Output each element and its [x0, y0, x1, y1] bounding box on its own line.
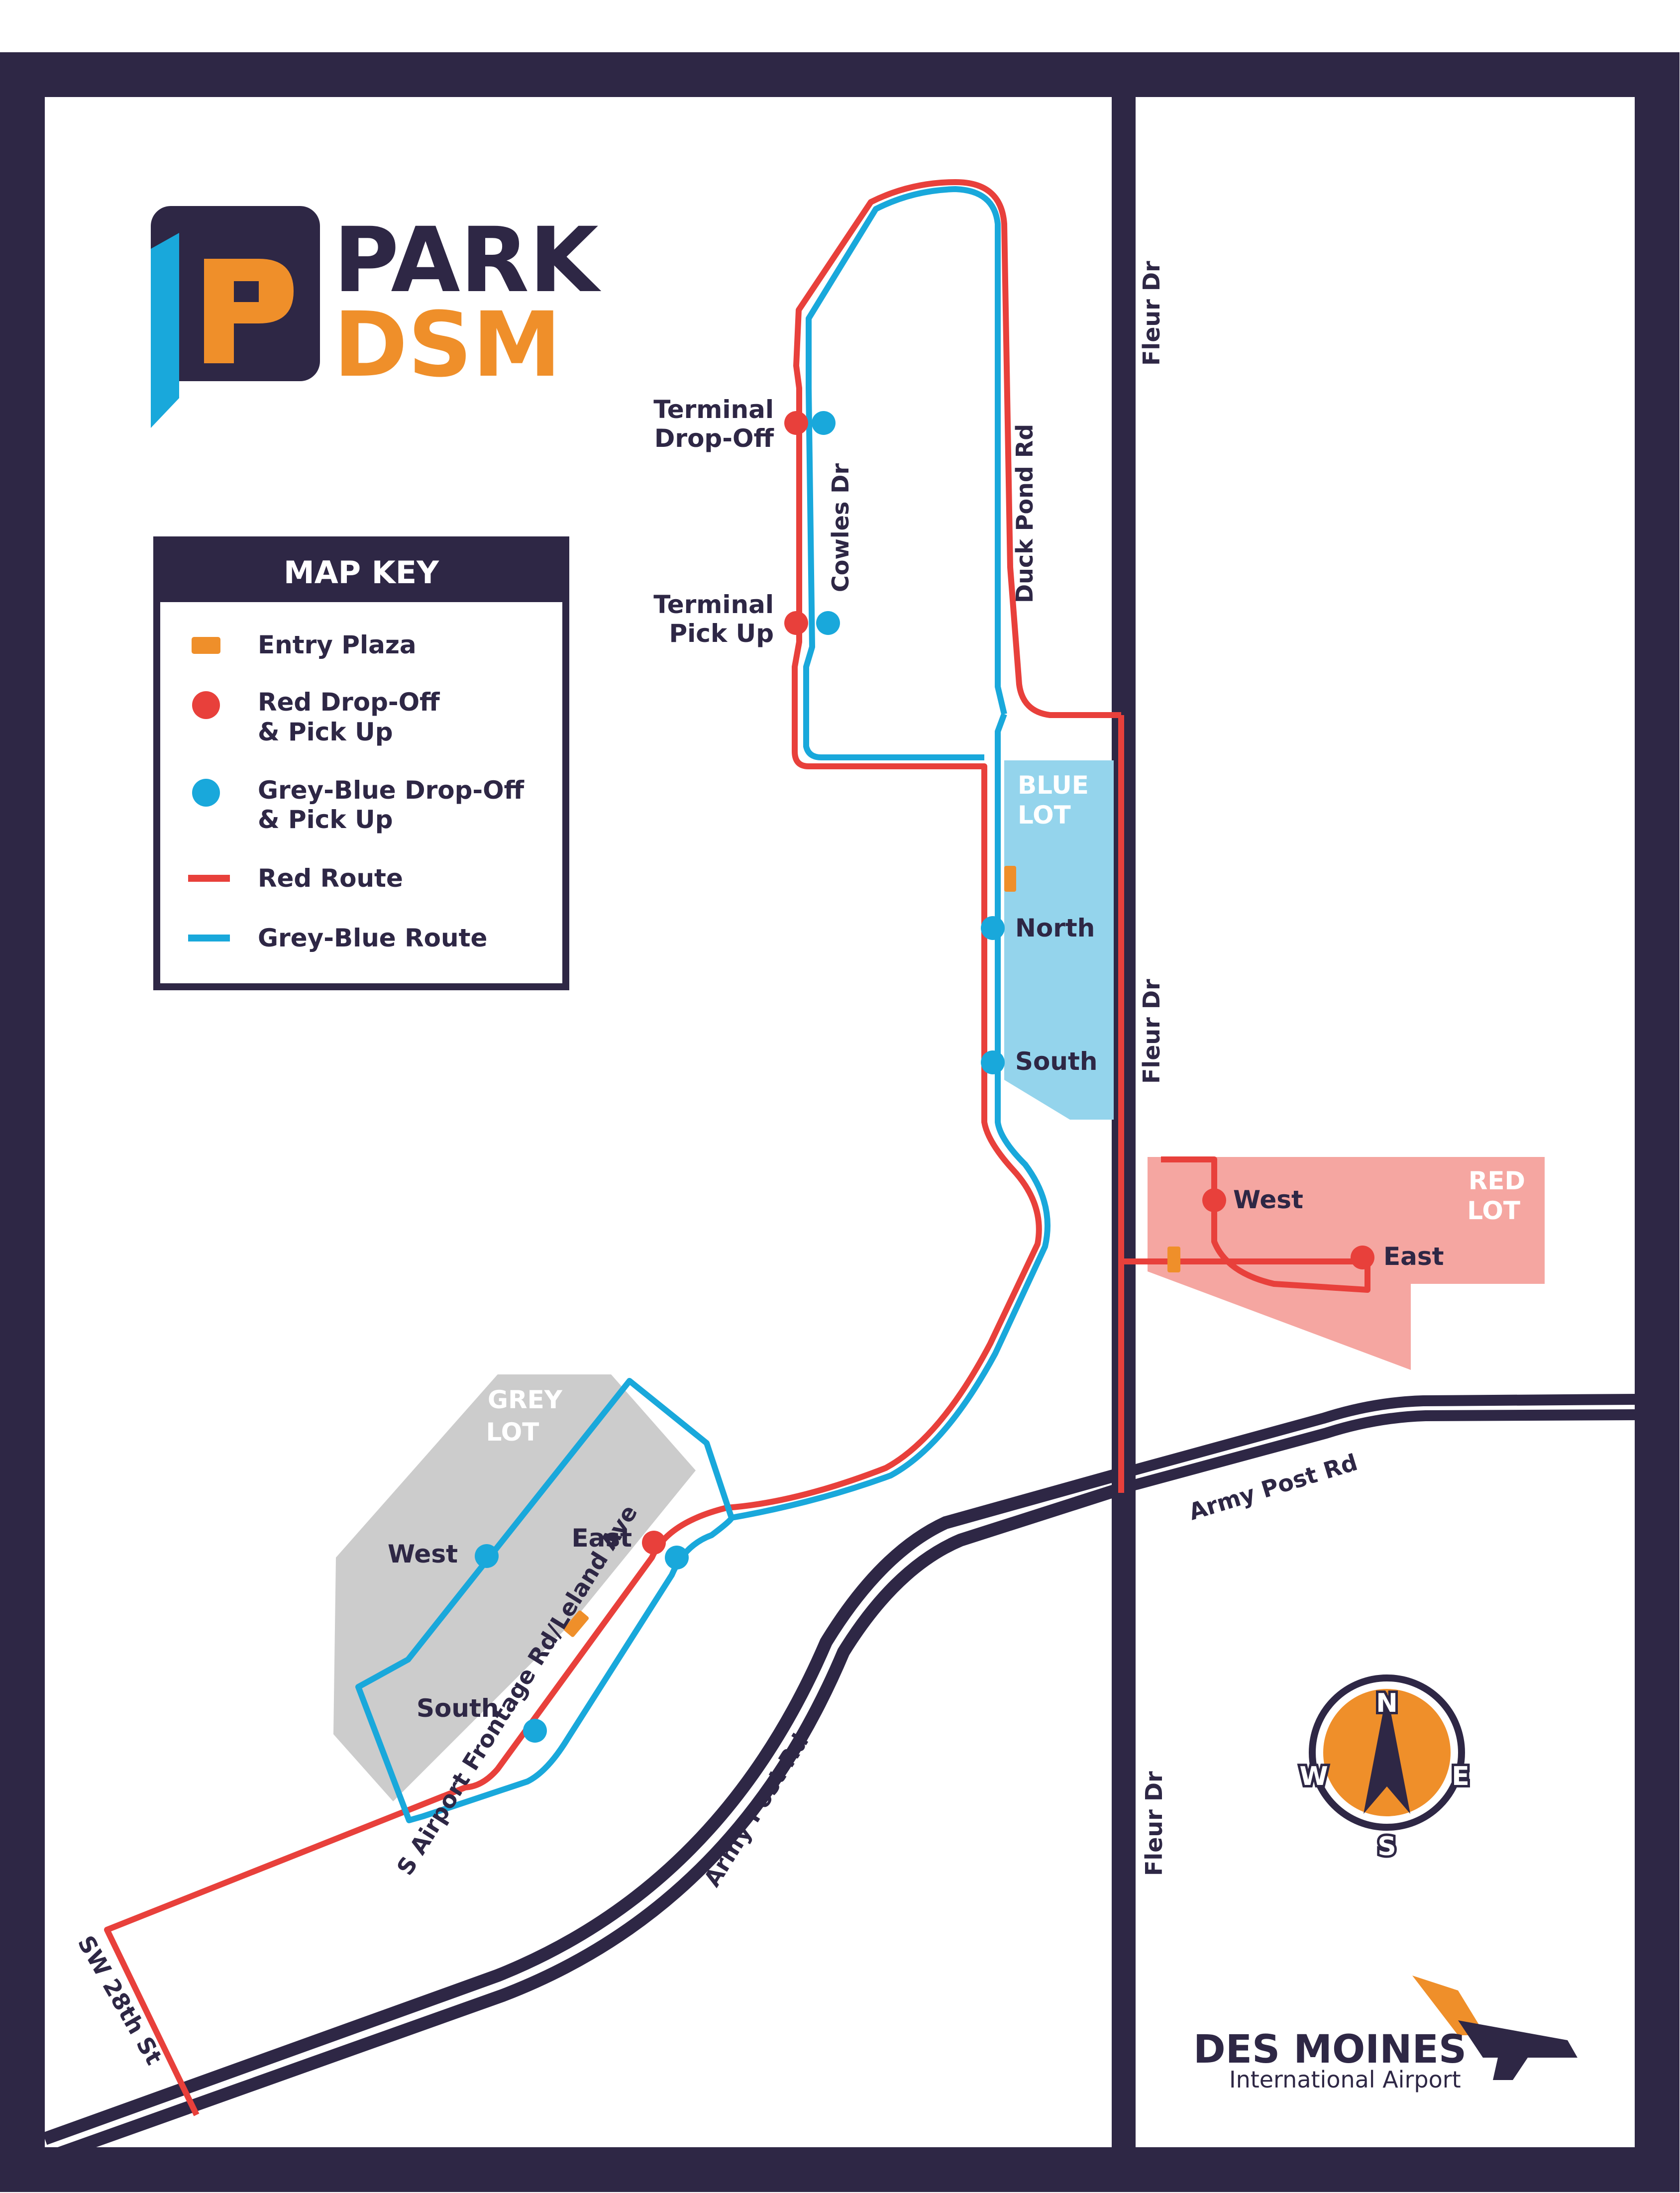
- grey-lot-area: [333, 1374, 696, 1801]
- key-red-stop-label-1: Red Drop-Off: [258, 688, 440, 717]
- logo-p-letter: [204, 259, 294, 363]
- grey-lot-label-2: LOT: [486, 1418, 539, 1447]
- fleur-dr-road: [1112, 95, 1136, 2150]
- grey-west-stop[interactable]: [475, 1544, 499, 1568]
- blue-route-path: [355, 186, 1050, 1823]
- red-stop-icon: [192, 691, 220, 719]
- blue-lot-area: [1004, 760, 1114, 1120]
- grey-east-red-stop[interactable]: [642, 1531, 666, 1555]
- compass-w: W: [1299, 1762, 1328, 1791]
- compass-e: E: [1452, 1762, 1470, 1791]
- red-west-label: West: [1233, 1185, 1303, 1214]
- red-route-inner: [804, 199, 990, 309]
- grey-east-blue-stop[interactable]: [665, 1546, 689, 1569]
- red-lot-label-1: RED: [1469, 1166, 1525, 1195]
- army-post-rd-diagonal-label: Army Post Rd: [699, 1729, 814, 1891]
- blue-lot-label-2: LOT: [1018, 801, 1071, 830]
- red-route-path: [104, 179, 1370, 2116]
- logo-p-hole: [234, 281, 259, 302]
- terminal-pickup-blue-stop[interactable]: [816, 611, 840, 635]
- map-key-title: MAP KEY: [284, 554, 439, 591]
- terminal-dropoff-red-stop[interactable]: [784, 411, 808, 435]
- entry-plaza-grey-icon: [563, 1610, 589, 1637]
- map-frame: [0, 52, 1680, 2192]
- logo-blue-stripe: [151, 233, 179, 428]
- map-key: MAP KEY Entry Plaza Red Drop-Off & Pick …: [153, 536, 569, 990]
- compass: N S E W: [1297, 1674, 1472, 1864]
- grey-east-label: East: [571, 1524, 632, 1553]
- fleur-dr-label-bottom: Fleur Dr: [1141, 1771, 1167, 1876]
- cowles-dr-label: Cowles Dr: [827, 463, 854, 592]
- red-east-stop[interactable]: [1351, 1246, 1374, 1269]
- grey-south-stop[interactable]: [523, 1719, 547, 1743]
- fleur-dr-label-top: Fleur Dr: [1138, 261, 1165, 366]
- blue-south-label: South: [1015, 1047, 1097, 1076]
- red-lot-label-2: LOT: [1467, 1196, 1520, 1225]
- grey-lot-label-1: GREY: [488, 1385, 563, 1414]
- grey-south-label: South: [417, 1694, 499, 1723]
- des-moines-airport-logo: DES MOINES International Airport: [1193, 1976, 1577, 2093]
- airport-plane-tail-icon: [1412, 1976, 1485, 2035]
- airport-plane-body-icon: [1458, 2020, 1577, 2080]
- blue-south-stop[interactable]: [981, 1050, 1005, 1074]
- blue-lot-label-1: BLUE: [1018, 771, 1089, 800]
- entry-plaza-blue-icon: [1004, 866, 1016, 892]
- blue-north-stop[interactable]: [981, 916, 1005, 940]
- key-blue-stop-label-2: & Pick Up: [258, 805, 393, 834]
- red-east-label: East: [1383, 1242, 1444, 1271]
- map-key-header: [157, 540, 566, 602]
- airport-name: DES MOINES: [1193, 2027, 1467, 2072]
- blue-stop-icon: [192, 779, 220, 807]
- blue-north-label: North: [1015, 914, 1095, 942]
- key-blue-route-label: Grey-Blue Route: [258, 924, 487, 952]
- airport-sub: International Airport: [1229, 2066, 1461, 2093]
- key-entry-plaza-label: Entry Plaza: [258, 630, 417, 659]
- logo-line-2: DSM: [333, 293, 561, 397]
- army-post-rd-right: [1122, 1394, 1638, 1493]
- terminal-pickup-label-1: Terminal: [653, 590, 774, 619]
- terminal-pickup-label-2: Pick Up: [669, 619, 774, 648]
- entry-plaza-red-icon: [1167, 1247, 1180, 1272]
- key-red-route-label: Red Route: [258, 864, 403, 893]
- compass-n: N: [1376, 1688, 1398, 1718]
- grey-west-label: West: [388, 1540, 458, 1568]
- key-red-stop-label-2: & Pick Up: [258, 718, 393, 746]
- entry-plaza-icon: [192, 637, 220, 654]
- terminal-dropoff-blue-stop[interactable]: [812, 411, 836, 435]
- terminal-dropoff-label-2: Drop-Off: [654, 424, 774, 453]
- compass-s: S: [1377, 1832, 1396, 1862]
- terminal-pickup-red-stop[interactable]: [784, 611, 808, 635]
- map-key-box: [153, 536, 569, 990]
- park-dsm-logo: PARK DSM: [151, 206, 601, 428]
- key-blue-stop-label-1: Grey-Blue Drop-Off: [258, 776, 525, 805]
- red-west-stop[interactable]: [1202, 1188, 1226, 1212]
- duck-pond-rd-label: Duck Pond Rd: [1011, 424, 1038, 603]
- logo-line-1: PARK: [333, 209, 601, 313]
- compass-needle-icon: [1364, 1692, 1410, 1814]
- fleur-dr-label-mid: Fleur Dr: [1138, 979, 1165, 1084]
- army-post-rd-diagonal: [42, 1466, 1126, 2165]
- terminal-dropoff-label-1: Terminal: [653, 395, 774, 424]
